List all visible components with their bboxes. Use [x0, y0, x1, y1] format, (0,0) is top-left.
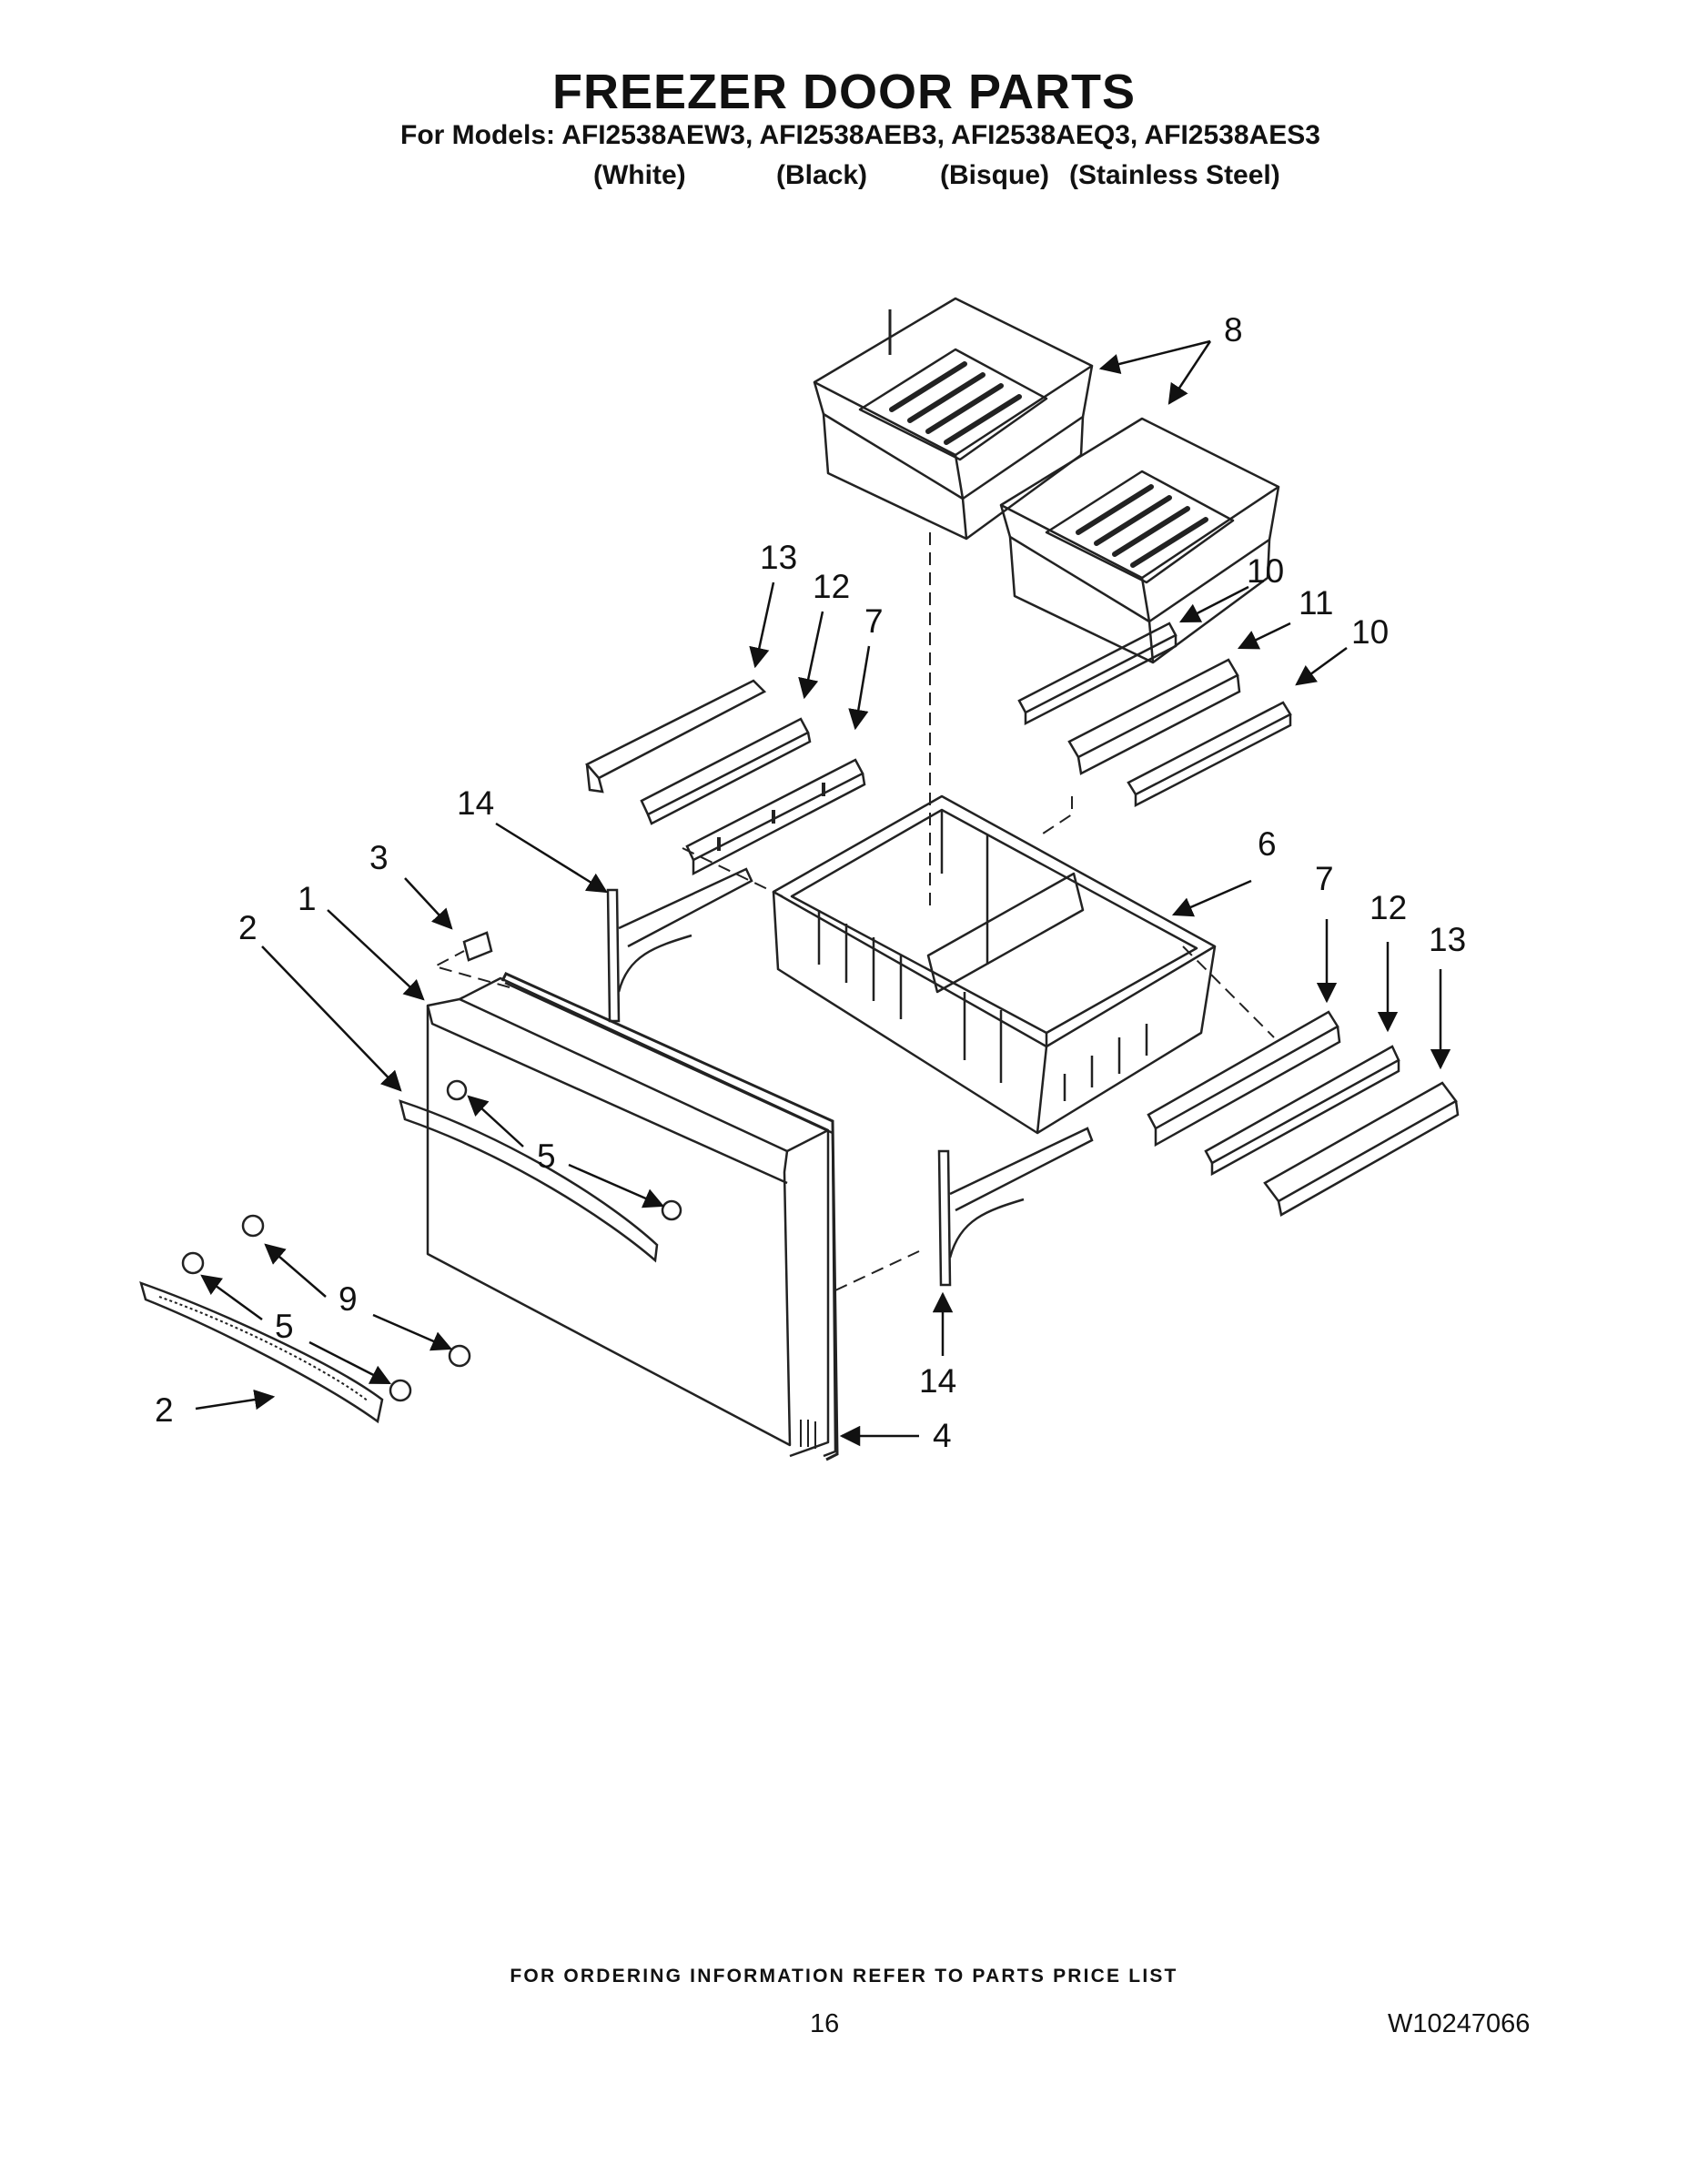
handle-upper	[399, 1099, 659, 1263]
fasteners	[181, 931, 682, 1402]
callout-3: 3	[369, 839, 389, 876]
callout-14-lower: 14	[919, 1362, 956, 1400]
ordering-note: FOR ORDERING INFORMATION REFER TO PARTS …	[510, 1966, 1178, 1987]
freezer-door	[426, 976, 837, 1458]
assembly-lines	[432, 532, 1275, 1291]
page-number: 16	[810, 2009, 840, 2038]
callout-12-lower: 12	[1370, 889, 1407, 926]
callout-2-upper: 2	[238, 909, 258, 946]
color-label-white: (White)	[593, 160, 686, 190]
freezer-bin	[772, 794, 1217, 1135]
callout-9: 9	[339, 1280, 358, 1318]
callout-12-upper: 12	[813, 568, 850, 605]
color-label-black: (Black)	[776, 160, 868, 190]
basket-lower	[999, 417, 1280, 664]
door-gasket	[500, 972, 839, 1461]
callout-4: 4	[933, 1417, 952, 1454]
models-line: For Models: AFI2538AEW3, AFI2538AEB3, AF…	[400, 120, 1320, 150]
rail-set-upper-right	[1017, 622, 1292, 808]
callout-2-lower: 2	[155, 1391, 174, 1429]
callout-1: 1	[298, 880, 317, 917]
callout-10-right: 10	[1351, 613, 1389, 651]
callout-8: 8	[1224, 311, 1243, 349]
handle-lower	[139, 1281, 384, 1424]
callout-6: 6	[1258, 825, 1277, 863]
callout-14-upper: 14	[457, 784, 494, 822]
callout-7-lower: 7	[1315, 860, 1334, 897]
document-number: W10247066	[1388, 2009, 1531, 2038]
callout-5-lower: 5	[275, 1308, 294, 1345]
callout-13-upper: 13	[760, 539, 797, 576]
callout-numbers: 8 13 12 7 10 11 10 6 7 12 13 14 3 1 2 5 …	[155, 311, 1466, 1454]
bracket-lower	[937, 1127, 1094, 1287]
callout-10-left: 10	[1247, 552, 1284, 590]
basket-upper	[813, 297, 1094, 541]
leader-arrows	[195, 339, 1451, 1447]
callout-5-upper: 5	[537, 1138, 556, 1175]
rail-set-lower-right	[1147, 1010, 1460, 1217]
color-label-stainless: (Stainless Steel)	[1069, 160, 1280, 190]
page-title: FREEZER DOOR PARTS	[551, 65, 1137, 119]
rail-set-upper-left	[585, 679, 866, 876]
bracket-upper	[606, 867, 753, 1023]
callout-11: 11	[1299, 584, 1333, 622]
color-label-bisque: (Bisque)	[940, 160, 1049, 190]
callout-13-lower: 13	[1429, 921, 1466, 958]
callout-7-upper: 7	[864, 602, 884, 640]
